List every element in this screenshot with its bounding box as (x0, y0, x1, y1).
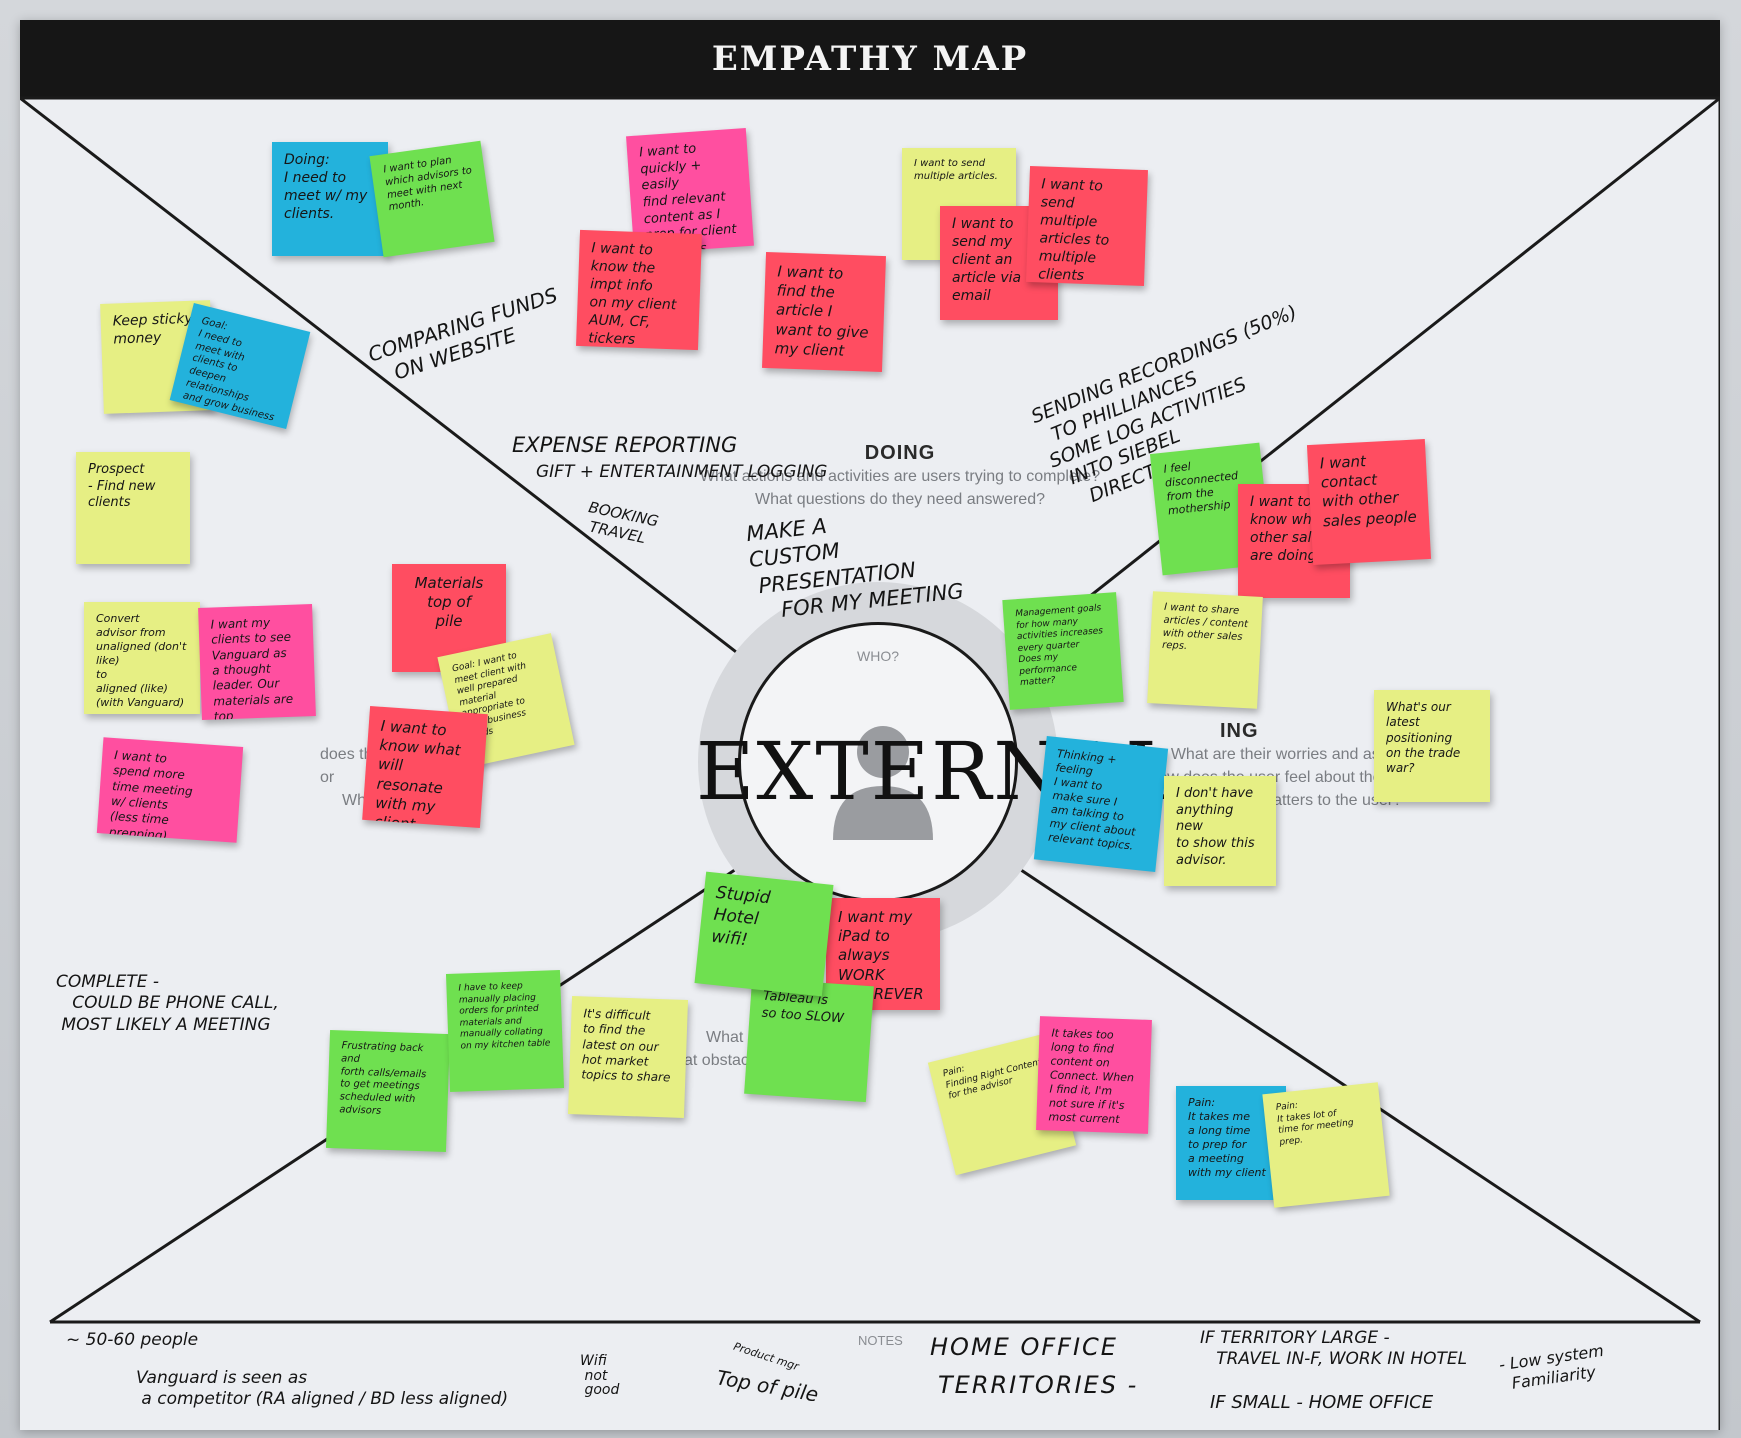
sticky-send-multiple-clients: I want to send multiple articles to mult… (1026, 165, 1148, 287)
doing-prompt-1: What actions and activities are users tr… (699, 468, 1101, 485)
sticky-pain-prep: Pain: It takes lot of time for meeting p… (1262, 1082, 1390, 1208)
sticky-pain-long-time: Pain: It takes me a long time to prep fo… (1176, 1086, 1286, 1200)
sticky-share-articles: I want to share articles / content with … (1147, 591, 1263, 709)
people-count-text: ~ 50-60 people (66, 1330, 199, 1350)
sticky-stupid-hotel-wifi: Stupid Hotel wifi! (694, 871, 834, 997)
sticky-know-what-resonates: I want to know what will resonate with m… (362, 706, 488, 828)
sticky-know-impt-info: I want to know the impt info on my clien… (576, 229, 702, 351)
pains-prompt-1: What (706, 1029, 744, 1046)
sticky-thought-leader: I want my clients to see Vanguard as a t… (198, 604, 316, 720)
sticky-spend-more-time: I want to spend more time meeting w/ cli… (96, 737, 244, 843)
sticky-find-article: I want to find the article I want to giv… (762, 251, 886, 373)
empathy-map-poster: EMPATHY MAP WHO? EXTERNAL DOING What act… (20, 20, 1720, 1430)
sticky-tableau-slow: Tableau is so too SLOW (744, 977, 874, 1103)
thinking-title: ING (1220, 720, 1259, 742)
doing-title: DOING (864, 442, 936, 464)
notes-label: NOTES (858, 1333, 903, 1348)
sticky-management-goals: Management goals for how many activities… (1002, 592, 1124, 710)
sticky-manually-placing: I have to keep manually placing orders f… (445, 970, 565, 1092)
doing-section: DOING What actions and activities are us… (580, 442, 1220, 511)
sticky-nothing-new: I don't have anything new to show this a… (1164, 776, 1276, 886)
sticky-plan-advisors: I want to plan which advisors to meet wi… (369, 140, 495, 258)
sticky-difficult-latest: It's difficult to find the latest on our… (567, 996, 689, 1118)
vanguard-competitor-text: Vanguard is seen as a competitor (RA ali… (136, 1368, 509, 1410)
territory-large-text: IF TERRITORY LARGE - TRAVEL IN-F, WORK I… (1200, 1328, 1468, 1370)
sticky-too-long-connect: It takes too long to find content on Con… (1036, 1016, 1152, 1134)
complete-text: COMPLETE - COULD BE PHONE CALL, MOST LIK… (56, 972, 279, 1035)
custom-presentation-text: MAKE A CUSTOM PRESENTATION FOR MY MEETIN… (745, 513, 965, 625)
external-word: EXTERNAL (696, 725, 1181, 818)
sticky-prospect: Prospect - Find new clients (76, 452, 190, 564)
sticky-frustrating-calls: Frustrating back and forth calls/emails … (325, 1029, 451, 1153)
sticky-make-sure-talking: Thinking + feeling I want to make sure I… (1033, 735, 1169, 873)
sticky-doing-meet-clients: Doing: I need to meet w/ my clients. (272, 142, 388, 256)
territory-small-text: IF SMALL - HOME OFFICE (1210, 1392, 1434, 1413)
sticky-latest-positioning: What's our latest positioning on the tra… (1374, 690, 1490, 802)
home-office-text: HOME OFFICE (930, 1333, 1118, 1361)
sticky-convert-advisor: Convert advisor from unaligned (don't li… (84, 602, 200, 714)
who-label: WHO? (857, 648, 899, 664)
sticky-contact-sales-people: I want contact with other sales people (1306, 438, 1432, 566)
person-icon (833, 726, 933, 840)
poster-title: EMPATHY MAP (20, 20, 1720, 98)
territories-text: TERRITORIES - (938, 1371, 1139, 1399)
expense-reporting-text: EXPENSE REPORTING (512, 433, 738, 457)
doing-prompt-2: What questions do they need answered? (755, 491, 1045, 508)
gift-logging-text: GIFT + ENTERTAINMENT LOGGING (536, 462, 828, 482)
wifi-note-text: Wifi not good (580, 1353, 620, 1399)
